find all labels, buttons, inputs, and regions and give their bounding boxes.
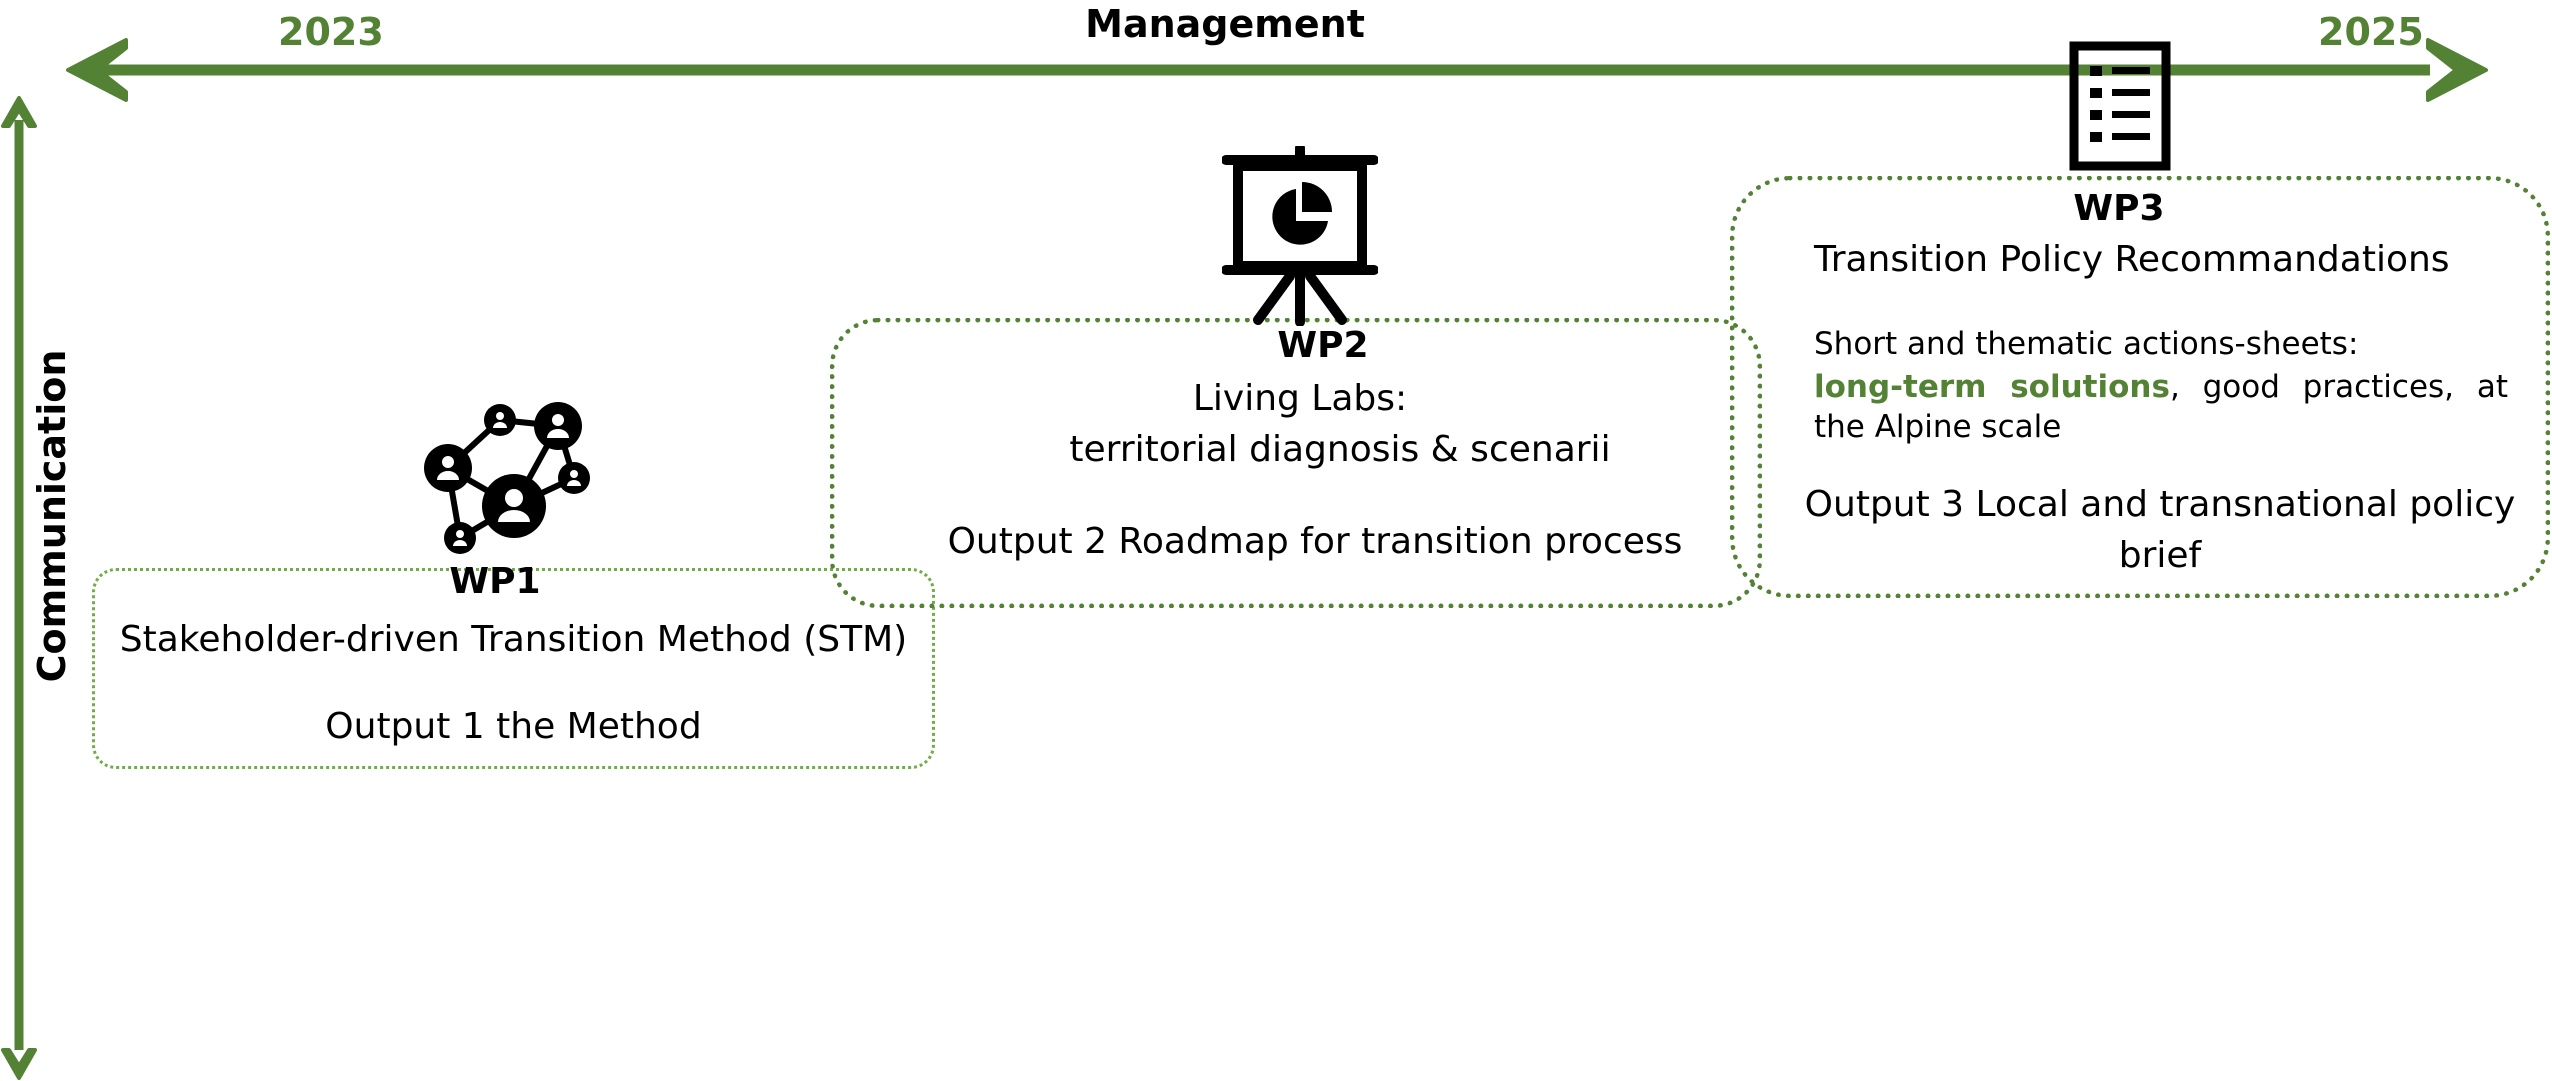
wp1-output: Output 1 the Method <box>325 706 702 747</box>
wp3-box <box>1730 176 2550 598</box>
management-label: Management <box>1085 2 1365 46</box>
wp1-box <box>92 568 935 769</box>
wp3-actions-rest: , good practices, at the Alpine scale <box>1814 369 2508 445</box>
wp1-title: WP1 <box>449 561 541 602</box>
management-arrow-right-head <box>2426 38 2488 102</box>
wp2-output: Output 2 Roadmap for transition process <box>947 521 1683 562</box>
wp3-actions-intro: Short and thematic actions-sheets: <box>1814 326 2359 362</box>
presentation-board-icon <box>1222 146 1378 326</box>
end-year-label: 2025 <box>2318 10 2424 54</box>
wp3-subtitle: Transition Policy Recommandations <box>1814 239 2450 280</box>
communication-label: Communication <box>30 349 74 683</box>
network-people-icon <box>424 402 590 554</box>
wp2-subtitle-line2: territorial diagnosis & scenarii <box>1069 429 1611 470</box>
wp1-subtitle: Stakeholder-driven Transition Method (ST… <box>119 619 908 660</box>
wp2-title: WP2 <box>1277 325 1369 366</box>
wp2-subtitle-line1: Living Labs: <box>1192 378 1408 419</box>
wp3-actions-text: long-term solutions, good practices, at … <box>1814 367 2508 447</box>
communication-arrow-top-head <box>1 96 37 128</box>
management-arrow-left-head <box>66 38 128 102</box>
wp3-title: WP3 <box>2073 188 2165 229</box>
wp3-actions-highlight: long-term solutions <box>1814 369 2170 405</box>
checklist-icon <box>2069 41 2171 171</box>
communication-arrow-bottom-head <box>1 1048 37 1080</box>
wp3-output: Output 3 Local and transnational policy … <box>1804 484 2516 576</box>
start-year-label: 2023 <box>278 10 384 54</box>
